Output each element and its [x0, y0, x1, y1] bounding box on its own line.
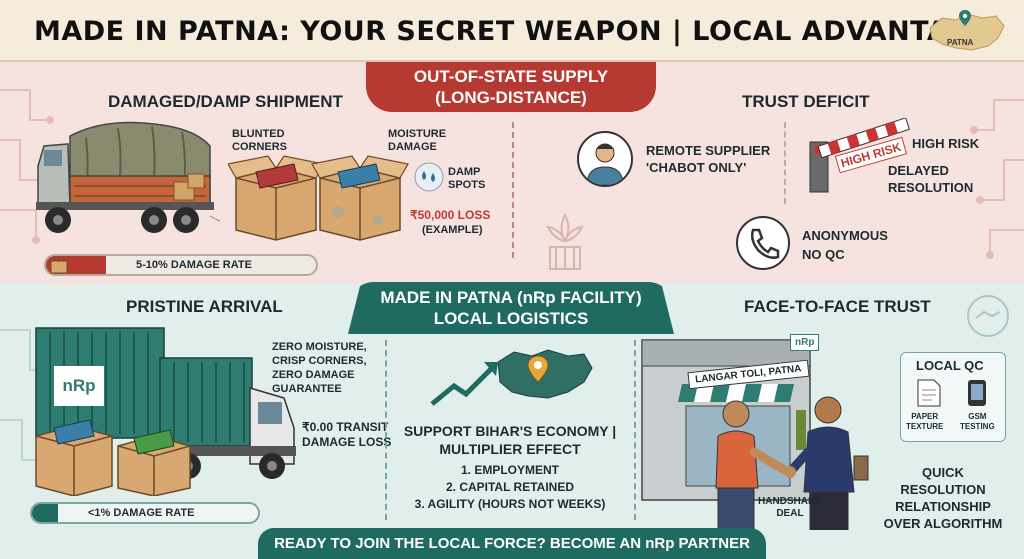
zero-moisture-list: ZERO MOISTURE, CRISP CORNERS, ZERO DAMAG… [272, 340, 367, 396]
high-risk-label: HIGH RISK [912, 136, 980, 151]
remote-line-2: 'CHABOT ONLY' [646, 160, 747, 175]
handshake-deal-label: HANDSHAKE DEAL [758, 496, 822, 520]
crate-icon [50, 257, 68, 274]
become-partner-cta[interactable]: READY TO JOIN THE LOCAL FORCE? BECOME AN… [258, 528, 766, 559]
trust-divider [784, 122, 786, 204]
delayed-line-2: RESOLUTION [888, 180, 974, 195]
banner-line-2: (LONG-DISTANCE) [435, 88, 587, 107]
quick-line-1: QUICK RESOLUTION [900, 465, 986, 497]
gsm-line-1: GSM [968, 412, 987, 421]
handshake-people-icon [715, 396, 869, 530]
list-item: 3. AGILITY (HOURS NOT WEEKS) [414, 497, 606, 511]
blunted-line-1: BLUNTED [232, 128, 285, 140]
transit-loss-label: ₹0.00 TRANSIT DAMAGE LOSS [302, 420, 391, 450]
local-damage-rate-bar: <1% DAMAGE RATE [30, 502, 260, 524]
bihar-map-icon [929, 10, 1005, 51]
circuit-decoration-right [970, 99, 1024, 259]
qc-tools-icon [917, 379, 986, 407]
support-economy-heading: SUPPORT BIHAR'S ECONOMY | MULTIPLIER EFF… [394, 422, 626, 458]
bottom-divider-left [385, 340, 387, 520]
moisture-line-1: MOISTURE [388, 128, 447, 140]
anonymous-label: ANONYMOUS NO QC [802, 226, 888, 264]
remote-line-1: REMOTE SUPPLIER [646, 143, 771, 158]
anon-line-2: NO QC [802, 247, 845, 262]
pristine-boxes-icon [35, 419, 191, 496]
list-item: 2. CAPITAL RETAINED [445, 480, 574, 494]
handshake-badge-icon [967, 295, 1009, 337]
page-title: MADE IN PATNA: YOUR SECRET WEAPON | LOCA… [33, 15, 990, 47]
out-of-state-banner: OUT-OF-STATE SUPPLY (LONG-DISTANCE) [366, 62, 656, 112]
blunted-line-2: CORNERS [232, 141, 288, 153]
loss-example: (EXAMPLE) [422, 224, 483, 236]
zero-moisture-text: ZERO MOISTURE, [272, 341, 367, 353]
local-damage-rate-fill [32, 504, 58, 522]
container-logo: nRp [54, 366, 104, 406]
benefits-list: 1. EMPLOYMENT 2. CAPITAL RETAINED 3. AGI… [394, 462, 626, 513]
damp-spots-label: DAMP SPOTS [448, 166, 485, 192]
gsm-testing-label: GSM TESTING [960, 412, 995, 432]
covered-truck-icon [36, 121, 220, 233]
damage-rate-bar: 5-10% DAMAGE RATE [44, 254, 318, 276]
guarantee-text: GUARANTEE [272, 383, 342, 395]
paper-line-2: TEXTURE [906, 422, 944, 431]
moisture-damage-label: MOISTURE DAMAGE [388, 128, 446, 154]
local-damage-rate-label: <1% DAMAGE RATE [88, 507, 195, 519]
water-drops-icon [414, 162, 444, 192]
damage-rate-label: 5-10% DAMAGE RATE [136, 259, 252, 271]
delayed-resolution-label: DELAYED RESOLUTION [888, 162, 973, 196]
crisp-corners-text: CRISP CORNERS, [272, 355, 367, 367]
lotus-watermark-icon [546, 212, 584, 270]
moisture-line-2: DAMAGE [388, 141, 437, 153]
gsm-line-2: TESTING [960, 422, 995, 431]
growth-map-icon [430, 349, 593, 406]
paper-texture-label: PAPER TEXTURE [906, 412, 943, 432]
banner-line-1: OUT-OF-STATE SUPPLY [413, 67, 609, 86]
quick-line-3: OVER ALGORITHM [883, 516, 1003, 531]
damp-line-1: DAMP [448, 166, 481, 178]
face-to-face-title: FACE-TO-FACE TRUST [744, 297, 931, 316]
damp-line-2: SPOTS [448, 179, 486, 191]
local-qc-title: LOCAL QC [916, 358, 984, 373]
support-line-1: SUPPORT BIHAR'S ECONOMY | [403, 423, 617, 439]
trust-deficit-title: TRUST DEFICIT [742, 92, 870, 111]
handshake-line-1: HANDSHAKE [758, 496, 822, 507]
transit-line-2: DAMAGE LOSS [302, 435, 392, 449]
barrier-gate-icon [809, 118, 910, 193]
quick-resolution-label: QUICK RESOLUTION RELATIONSHIP OVER ALGOR… [878, 464, 1008, 532]
bottom-divider-right [634, 340, 636, 520]
delayed-line-1: DELAYED [888, 163, 949, 178]
shop-logo: nRp [790, 334, 820, 351]
remote-supplier-label: REMOTE SUPPLIER 'CHABOT ONLY' [646, 142, 770, 176]
map-label: PATNA [947, 38, 974, 47]
local-qc-panel [900, 352, 1006, 442]
local-banner: MADE IN PATNA (nRp FACILITY) LOCAL LOGIS… [348, 282, 674, 334]
container-truck-icon [35, 327, 296, 479]
anon-line-1: ANONYMOUS [802, 228, 888, 243]
handshake-line-2: DEAL [776, 508, 804, 519]
pristine-arrival-title: PRISTINE ARRIVAL [126, 297, 283, 316]
support-line-2: MULTIPLIER EFFECT [439, 441, 581, 457]
damaged-shipment-title: DAMAGED/DAMP SHIPMENT [108, 92, 343, 111]
phone-icon [736, 216, 790, 270]
remote-supplier-avatar-icon [577, 131, 633, 187]
quick-line-2: RELATIONSHIP [895, 499, 991, 514]
paper-line-1: PAPER [911, 412, 939, 421]
loss-amount: ₹50,000 LOSS [410, 208, 491, 222]
local-banner-line-1: MADE IN PATNA (nRp FACILITY) [380, 288, 642, 307]
local-banner-line-2: LOCAL LOGISTICS [433, 309, 589, 328]
top-divider [512, 122, 514, 258]
blunted-corners-label: BLUNTED CORNERS [232, 128, 287, 154]
list-item: 1. EMPLOYMENT [460, 463, 559, 477]
damp-boxes-icon [228, 155, 409, 241]
header-bar [0, 0, 1024, 62]
zero-damage-text: ZERO DAMAGE [272, 369, 355, 381]
transit-line-1: ₹0.00 TRANSIT [302, 420, 389, 434]
